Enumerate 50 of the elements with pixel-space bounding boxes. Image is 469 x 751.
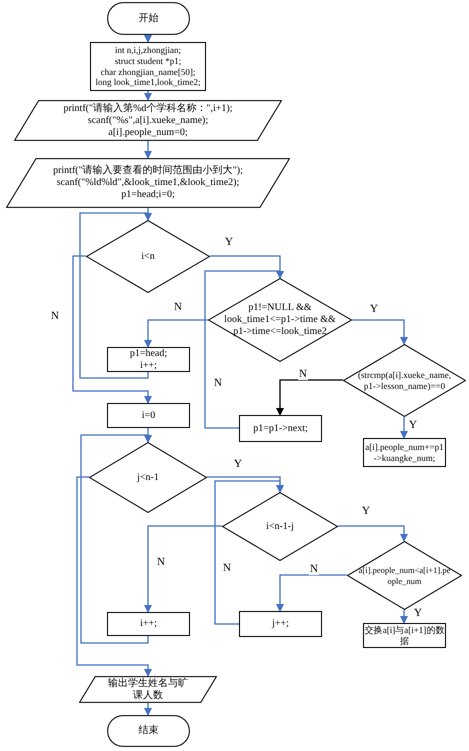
edge-label: Y	[413, 607, 423, 619]
edge-label: N	[213, 377, 223, 389]
process-box: a[i].people_num+=p1->kuangke_num;	[363, 438, 446, 467]
decision-diamond: a[i].people_num<a[i+1].people_num	[347, 541, 462, 610]
process-box: p1=p1->next;	[239, 415, 322, 442]
decision-diamond: p1!=NULL && look_time1<=p1->time && p1->time<=look_time2	[208, 278, 352, 362]
arrow	[214, 480, 284, 625]
edge-label: N	[156, 556, 166, 568]
arrow	[144, 319, 208, 348]
process-box: 交换a[i]与a[i+1]的数据	[363, 623, 446, 648]
arrow	[276, 574, 347, 612]
edge-label: Y	[361, 505, 371, 517]
arrow	[144, 703, 152, 716]
edge-label: Y	[233, 458, 243, 470]
decision-diamond: i<n-1-j	[222, 492, 338, 561]
process-box: j++;	[239, 611, 322, 637]
input-output-box: printf("请输入要查看的时间范围由小到大"); scanf("%ld%ld",&look_time1,&look_time2); p1=head;i=0;	[6, 158, 290, 208]
edge-label: N	[298, 368, 308, 380]
process-box: int n,i,j,zhongjian; struct student *p1; char zhongjian_name[50]; long look_time1,look_time2;	[90, 42, 206, 91]
terminator-box: 开始	[107, 2, 190, 35]
input-output-box: printf("请输入第%d个学科名称：",i+1); scanf("%s",a[i].xueke_name); a[i].people_num=0;	[14, 100, 282, 141]
arrow	[204, 270, 284, 429]
edge-label: Y	[369, 303, 379, 315]
process-box: p1=head; i++;	[107, 347, 190, 372]
input-output-box: 输出学生姓名与旷课人数	[79, 676, 217, 703]
decision-diamond: (strcmp(a[i].xueke_name, p1->lesson_name)==0	[343, 344, 466, 417]
arrow	[76, 476, 152, 677]
arrow	[80, 434, 152, 644]
edge-label: Y	[224, 236, 234, 248]
edge-label: N	[50, 310, 60, 322]
edge-label: N	[222, 562, 232, 574]
arrow	[400, 417, 408, 439]
edge-label: N	[309, 563, 319, 575]
arrow	[72, 255, 152, 404]
arrow	[144, 91, 152, 101]
decision-diamond: i<n	[86, 220, 210, 293]
arrow	[352, 319, 408, 345]
arrow	[276, 379, 343, 416]
terminator-box: 结束	[107, 715, 190, 747]
process-box: i++;	[107, 612, 190, 636]
arrow	[338, 525, 408, 542]
arrow	[144, 141, 152, 159]
edge-label: N	[173, 301, 183, 313]
edge-label: Y	[408, 419, 418, 431]
arrow	[144, 35, 152, 43]
arrow	[400, 610, 408, 624]
arrow	[144, 525, 222, 613]
decision-diamond: j<n-1	[89, 442, 207, 513]
process-box: i=0	[107, 403, 190, 428]
arrow	[79, 212, 152, 379]
